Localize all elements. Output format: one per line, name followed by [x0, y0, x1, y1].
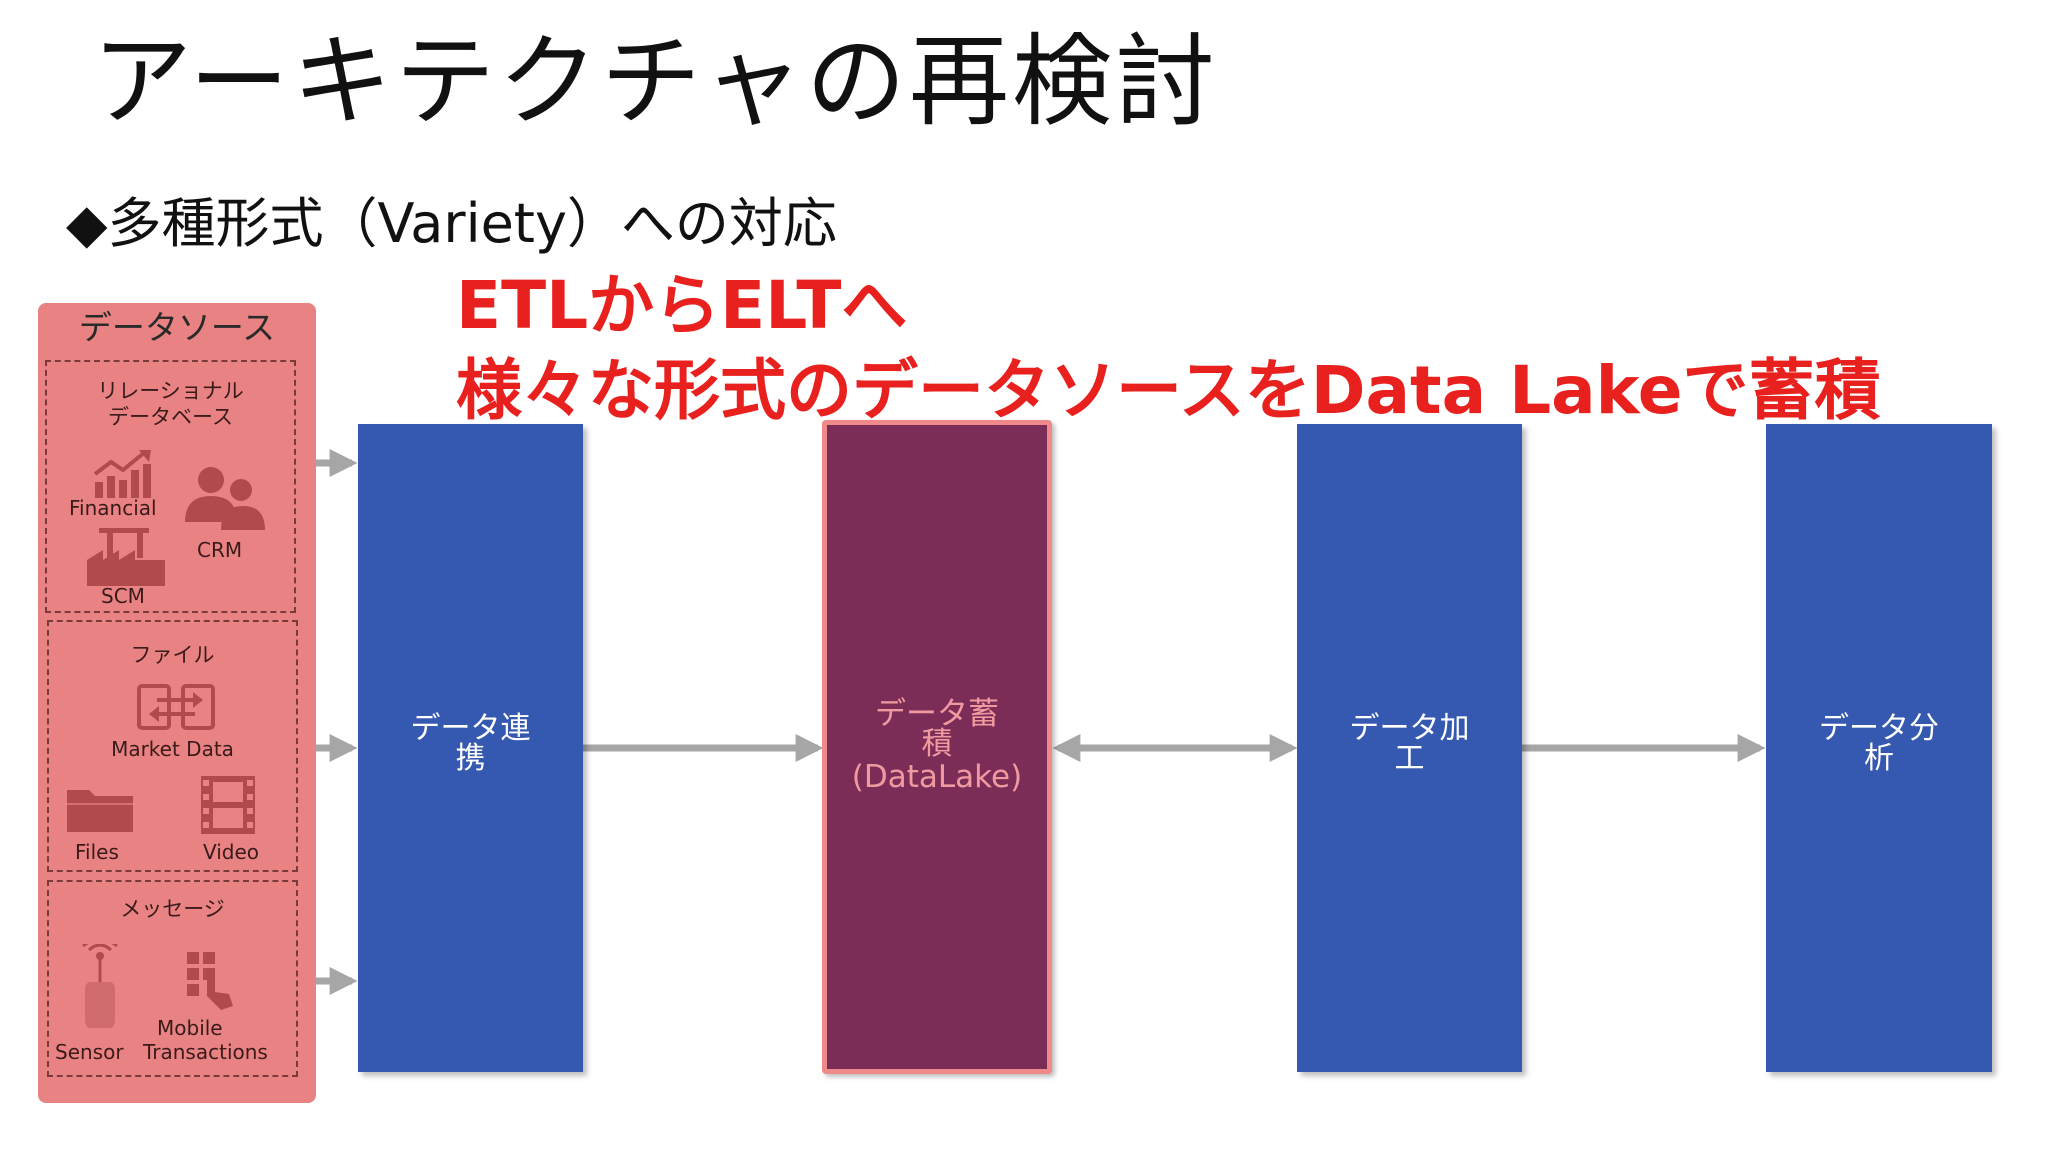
folder-icon	[67, 790, 133, 832]
slide-subtitle: ◆多種形式（Variety）への対応	[66, 192, 837, 255]
integrate-label-line2: 携	[455, 741, 486, 776]
analyze-label-line2: 析	[1864, 741, 1894, 776]
store-label-line3: (DataLake)	[851, 759, 1023, 795]
messages-group-label: メッセージ	[120, 897, 225, 921]
highlight-line-2: 様々な形式のデータソースをData Lakeで蓄積	[456, 352, 1881, 429]
store-label-line1: データ蓄	[875, 696, 999, 732]
sensor-label: Sensor	[55, 1040, 124, 1064]
data-integration-box: データ連 携	[358, 424, 583, 1072]
relational-db-group: リレーショナル データベース Financial CRM SCM	[45, 360, 296, 613]
scm-factory-icon	[87, 528, 165, 586]
transactions-label: Transactions	[143, 1040, 268, 1064]
data-sources-title: データソース	[78, 308, 276, 347]
slide-title: アーキテクチャの再検討	[92, 23, 1218, 140]
messages-group: メッセージ Sensor Mobile Transactions	[47, 880, 298, 1077]
market-data-exchange-icon	[137, 684, 215, 730]
data-sources-panel	[38, 303, 316, 1103]
mobile-transactions-icon	[187, 952, 233, 1010]
video-label: Video	[203, 840, 260, 864]
financial-label: Financial	[69, 496, 157, 520]
mobile-label: Mobile	[157, 1016, 223, 1040]
data-processing-box: データ加 工	[1297, 424, 1522, 1072]
relational-label-line2: データベース	[108, 405, 233, 429]
files-group: ファイル Market Data Files Video	[47, 620, 298, 872]
files-group-label: ファイル	[130, 643, 215, 667]
integrate-label-line1: データ連	[410, 711, 531, 746]
analyze-label-line1: データ分	[1819, 711, 1939, 746]
process-label-line2: 工	[1394, 741, 1425, 776]
scm-label: SCM	[101, 584, 145, 608]
process-label-line1: データ加	[1349, 711, 1470, 746]
video-film-icon	[201, 776, 255, 834]
crm-label: CRM	[197, 538, 243, 562]
market-data-label: Market Data	[111, 737, 234, 761]
store-label-line2: 積	[921, 726, 953, 762]
data-lake-storage-box: データ蓄 積 (DataLake)	[822, 420, 1052, 1074]
relational-label-line1: リレーショナル	[97, 379, 244, 403]
files-label: Files	[75, 840, 119, 864]
highlight-line-1: ETLからELTへ	[456, 267, 908, 344]
sensor-icon	[82, 944, 118, 1028]
financial-chart-icon	[93, 450, 151, 498]
data-analysis-box: データ分 析	[1766, 424, 1992, 1072]
crm-people-icon	[185, 467, 265, 530]
